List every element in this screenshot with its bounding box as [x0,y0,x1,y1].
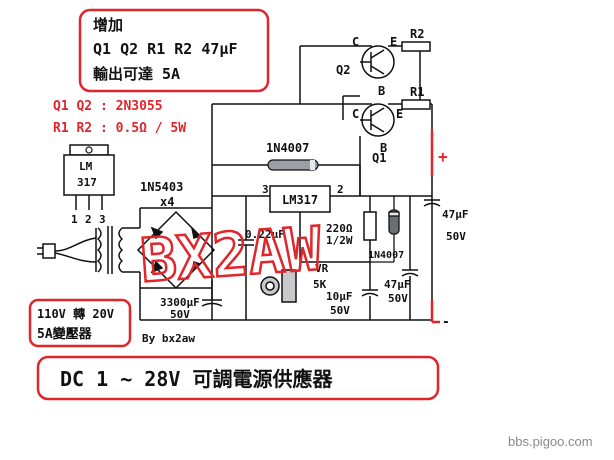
cap-47-output-voltage: 50V [446,230,466,243]
q2-b-label: B [378,84,385,98]
note-line-3: 輸出可達 5A [93,65,180,83]
lm317-package: LM 317 [63,144,115,210]
power-plug [37,237,97,263]
transformer-line-1: 110V 轉 20V [37,306,114,321]
lm317-label: LM317 [282,193,318,207]
q1-label: Q1 [372,151,386,165]
transformer-line-2: 5A變壓器 [37,326,93,342]
resistor-power: 1/2W [326,234,353,247]
cap-10-voltage: 50V [330,304,350,317]
transistor-spec-line-2: R1 R2 : 0.5Ω / 5W [53,121,186,136]
resistor-r1 [401,99,431,110]
cap-small [238,196,254,320]
pin-out-label: 2 [337,183,344,196]
transistor-q2 [360,45,395,79]
cap-47-output [423,199,441,207]
pin-label-2: 2 [85,213,92,226]
potentiometer [260,212,301,303]
cap-10-value: 10μF [326,290,353,303]
resistor-r2 [401,41,431,52]
site-credit: bbs.pigoo.com [508,434,593,449]
package-label-line2: 317 [77,176,97,189]
pin-label-1: 1 [71,213,78,226]
note-line-1: 增加 [93,16,123,34]
q2-c-label: C [352,35,359,49]
note-line-2: Q1 Q2 R1 R2 47μF [93,40,238,58]
cap-47-lower [401,196,419,320]
cap-10 [361,262,379,320]
transformer-box [28,298,132,348]
bridge-count-label: x4 [160,195,174,209]
cap-main-voltage: 50V [170,308,190,321]
cap-main [201,280,223,307]
q2-label: Q2 [336,63,350,77]
transistor-spec-line-1: Q1 Q2 : 2N3055 [53,99,163,114]
cap-47-lower-value: 47μF [384,278,411,291]
bridge-rectifier [136,207,216,290]
pin-in-label: 3 [262,183,269,196]
cap-47-lower-voltage: 50V [388,292,408,305]
r1-label: R1 [410,85,424,99]
r2-label: R2 [410,27,424,41]
diode-top [267,159,319,171]
q2-e-label: E [390,35,397,49]
bridge-part-label: 1N5403 [140,180,183,194]
pin-label-3: 3 [99,213,106,226]
package-label-line1: LM [79,160,93,173]
diode-side [370,196,400,263]
cap-47-output-value: 47μF [442,208,469,221]
transformer [95,226,140,274]
diode-top-label: 1N4007 [266,141,309,155]
title-box [36,355,440,401]
page-title: DC 1 ~ 28V 可調電源供應器 [60,367,333,391]
pot-name: VR [315,262,329,275]
plus-terminal: + [438,147,448,166]
q1-c-label: C [352,107,359,121]
resistor-value: 220Ω [326,222,353,235]
q1-e-label: E [396,107,403,121]
pot-value: 5K [313,278,327,291]
cap-main-value: 3300μF [160,296,200,309]
lm317-block [269,185,331,213]
transistor-q1 [360,103,395,137]
author-label: By bx2aw [142,332,195,345]
minus-terminal: - [442,315,450,330]
q1-b-label: B [380,141,387,155]
note-box [78,8,270,93]
watermark: BX2AW [138,214,324,296]
cap-small-label: 0.22μF [245,228,285,241]
resistor-220 [300,196,377,263]
diode-side-label: 1N4007 [368,250,404,261]
output-terminals [430,130,440,324]
